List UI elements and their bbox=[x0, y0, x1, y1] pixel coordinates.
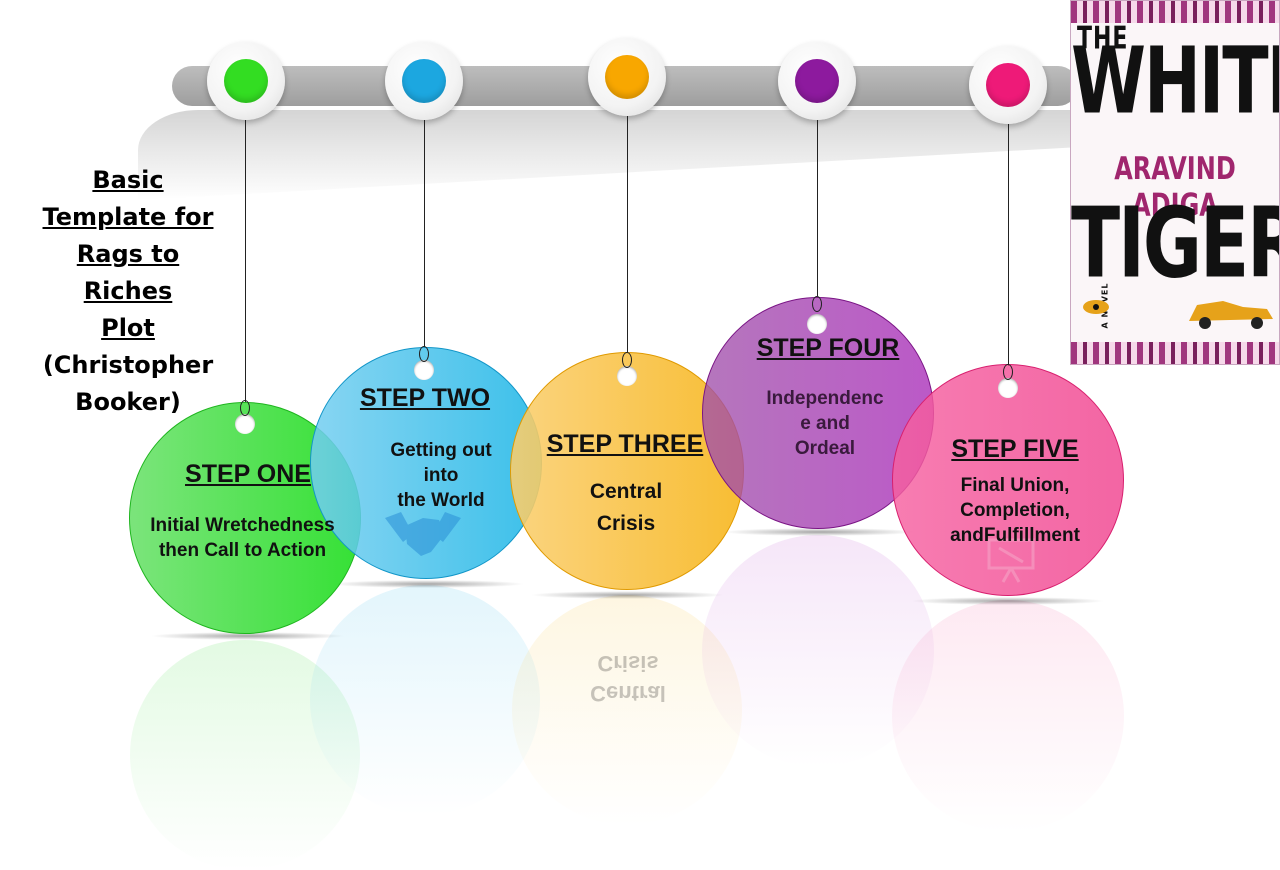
shadow-step-four bbox=[722, 528, 917, 536]
step-one-body: Initial Wretchedness then Call to Action bbox=[130, 513, 355, 563]
step-five-body: Final Union, Completion, andFulfillment bbox=[930, 473, 1100, 548]
knot-step-three bbox=[622, 352, 632, 368]
shadow-step-two bbox=[330, 580, 525, 588]
hole-step-three bbox=[617, 366, 637, 386]
bead-step-three bbox=[588, 38, 666, 116]
bead-step-one bbox=[207, 42, 285, 120]
bead-dot-pink bbox=[986, 63, 1030, 107]
title-line: Plot bbox=[101, 314, 155, 342]
reflection-step-two bbox=[310, 585, 540, 815]
shadow-step-three bbox=[530, 591, 725, 599]
shadow-step-five bbox=[910, 597, 1105, 605]
step-three-body-line: Central bbox=[589, 480, 663, 503]
book-tag: A NOVEL bbox=[1101, 202, 1110, 365]
book-word-the: THE bbox=[1077, 22, 1129, 57]
knot-step-one bbox=[240, 400, 250, 416]
step-three-body-line: Crisis bbox=[596, 512, 656, 535]
title-line: Basic bbox=[92, 166, 164, 194]
step-five-body-line: andFulfillment bbox=[950, 525, 1080, 546]
step-five-title: STEP FIVE bbox=[951, 435, 1079, 463]
hole-step-one bbox=[235, 414, 255, 434]
knot-step-two bbox=[419, 346, 429, 362]
string-step-four bbox=[817, 120, 818, 296]
step-four-body-line: e and bbox=[800, 413, 850, 434]
reflection-step-five bbox=[892, 600, 1124, 832]
hole-step-five bbox=[998, 378, 1018, 398]
string-step-two bbox=[424, 120, 425, 348]
step-one-title: STEP ONE bbox=[185, 460, 311, 488]
reflection-text-line: Crisis bbox=[597, 651, 659, 676]
step-two-body-line: into bbox=[423, 465, 459, 486]
step-two-body-line: Getting out bbox=[390, 440, 492, 461]
bead-dot-purple bbox=[795, 59, 839, 103]
string-step-three bbox=[627, 116, 628, 352]
step-four-body-line: Ordeal bbox=[794, 438, 856, 459]
step-five-body-line: Final Union, bbox=[960, 475, 1070, 496]
step-two-body: Getting out into the World bbox=[366, 438, 516, 513]
step-one-body-line: Initial Wretchedness bbox=[150, 515, 335, 536]
step-three-body: Central Crisis bbox=[556, 476, 696, 540]
bead-step-four bbox=[778, 42, 856, 120]
title-line: Template for bbox=[42, 203, 214, 231]
step-four-body: Independenc e and Ordeal bbox=[740, 386, 910, 461]
reflection-text: Central Crisis bbox=[560, 648, 696, 708]
knot-step-four bbox=[812, 296, 822, 312]
bead-step-two bbox=[385, 42, 463, 120]
title-line: Rags to Riches bbox=[76, 240, 180, 305]
step-three-title: STEP THREE bbox=[546, 430, 704, 458]
bead-dot-blue bbox=[402, 59, 446, 103]
shadow-step-one bbox=[150, 632, 345, 640]
book-cover-image: THE WHITE ARAVIND ADIGA TIGER A NOVEL bbox=[1070, 0, 1280, 365]
step-two-body-line: the World bbox=[397, 490, 485, 511]
bead-step-five bbox=[969, 46, 1047, 124]
bead-dot-orange bbox=[605, 55, 649, 99]
bead-dot-green bbox=[224, 59, 268, 103]
timeline-bar-shadow bbox=[138, 110, 1098, 200]
circle-step-five bbox=[892, 364, 1124, 596]
step-five-body-line: Completion, bbox=[960, 500, 1070, 521]
eye-icon bbox=[1083, 300, 1109, 314]
step-four-body-line: Independenc bbox=[766, 388, 884, 409]
string-step-one bbox=[245, 120, 246, 402]
hole-step-four bbox=[807, 314, 827, 334]
book-word-white: WHITE bbox=[1071, 28, 1279, 136]
title-line: (Christopher bbox=[42, 351, 214, 379]
book-word-tiger: TIGER bbox=[1071, 186, 1280, 300]
handshake-icon bbox=[385, 512, 461, 556]
book-border-bottom bbox=[1071, 342, 1279, 364]
presentation-icon bbox=[987, 538, 1035, 583]
reflection-text-line: Central bbox=[590, 681, 666, 706]
string-step-five bbox=[1008, 124, 1009, 366]
step-two-title: STEP TWO bbox=[359, 384, 491, 412]
book-author: ARAVIND ADIGA bbox=[1114, 150, 1236, 224]
hole-step-two bbox=[414, 360, 434, 380]
step-one-body-line: then Call to Action bbox=[158, 540, 327, 561]
knot-step-five bbox=[1003, 364, 1013, 380]
book-border-top bbox=[1071, 1, 1279, 23]
title-line: Booker) bbox=[75, 388, 181, 416]
rickshaw-icon bbox=[1189, 301, 1273, 329]
step-four-title: STEP FOUR bbox=[756, 334, 900, 362]
diagram-title: Basic Template for Rags to Riches Plot (… bbox=[30, 162, 226, 421]
